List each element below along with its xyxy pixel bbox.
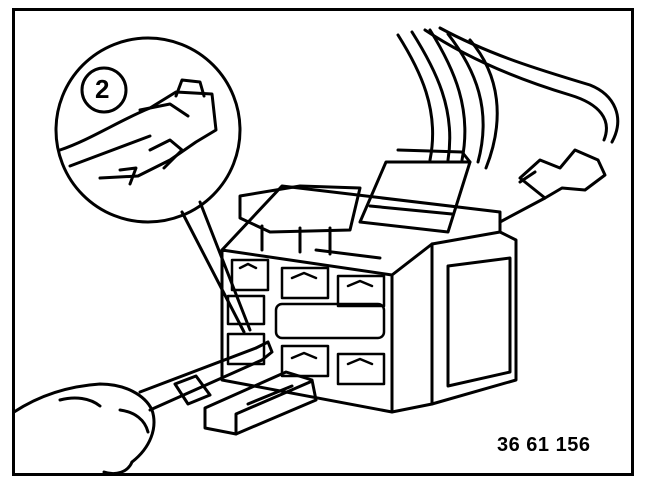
locking-tab	[203, 370, 318, 436]
screwdriver	[138, 340, 274, 412]
connector-housing	[220, 184, 518, 414]
terminal-cavities	[226, 258, 386, 386]
callout-marker	[80, 66, 128, 114]
hand	[12, 382, 156, 476]
callout-number: 2	[95, 74, 110, 104]
wire-bundle	[396, 26, 620, 170]
wire-clip	[358, 148, 472, 234]
part-number: 36 61 156	[497, 434, 591, 456]
terminal-plug	[498, 148, 607, 224]
